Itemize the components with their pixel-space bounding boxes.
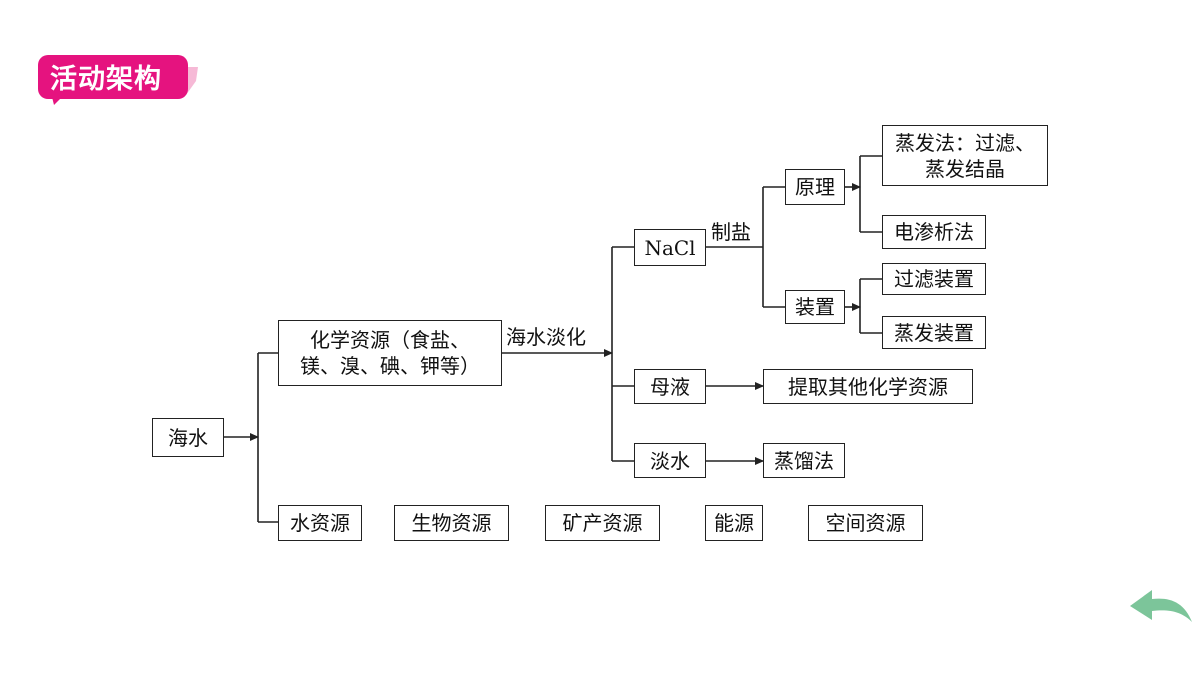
section-badge — [38, 55, 198, 105]
label-salt-making: 制盐 — [711, 220, 751, 244]
label-desalination: 海水淡化 — [506, 325, 586, 349]
back-arrow-icon[interactable] — [1128, 588, 1194, 628]
node-extract-other-resources: 提取其他化学资源 — [763, 369, 973, 404]
node-fresh-water: 淡水 — [634, 443, 706, 478]
node-mother-liquor: 母液 — [634, 369, 706, 404]
node-evaporation-method-line2: 蒸发结晶 — [925, 156, 1005, 181]
node-seawater: 海水 — [152, 418, 224, 457]
node-nacl: NaCl — [634, 229, 706, 266]
node-filter-device: 过滤装置 — [882, 263, 986, 295]
node-chemical-resources-line2: 镁、溴、碘、钾等） — [300, 354, 480, 378]
node-evaporation-method: 蒸发法：过滤、 蒸发结晶 — [882, 125, 1048, 186]
section-title: 活动架构 — [50, 64, 162, 95]
node-chemical-resources: 化学资源（食盐、 镁、溴、碘、钾等） — [278, 320, 502, 386]
node-distillation: 蒸馏法 — [763, 443, 845, 478]
node-mineral-resources: 矿产资源 — [545, 505, 660, 541]
node-electrodialysis: 电渗析法 — [882, 215, 986, 249]
node-space-resources: 空间资源 — [808, 505, 923, 541]
node-evaporation-device: 蒸发装置 — [882, 316, 986, 349]
node-principle: 原理 — [785, 169, 845, 205]
node-chemical-resources-line1: 化学资源（食盐、 — [310, 328, 470, 352]
node-device: 装置 — [785, 290, 845, 324]
node-water-resources: 水资源 — [278, 505, 362, 541]
node-biological-resources: 生物资源 — [394, 505, 509, 541]
node-evaporation-method-line1: 蒸发法：过滤、 — [895, 130, 1035, 155]
node-energy: 能源 — [705, 505, 763, 541]
